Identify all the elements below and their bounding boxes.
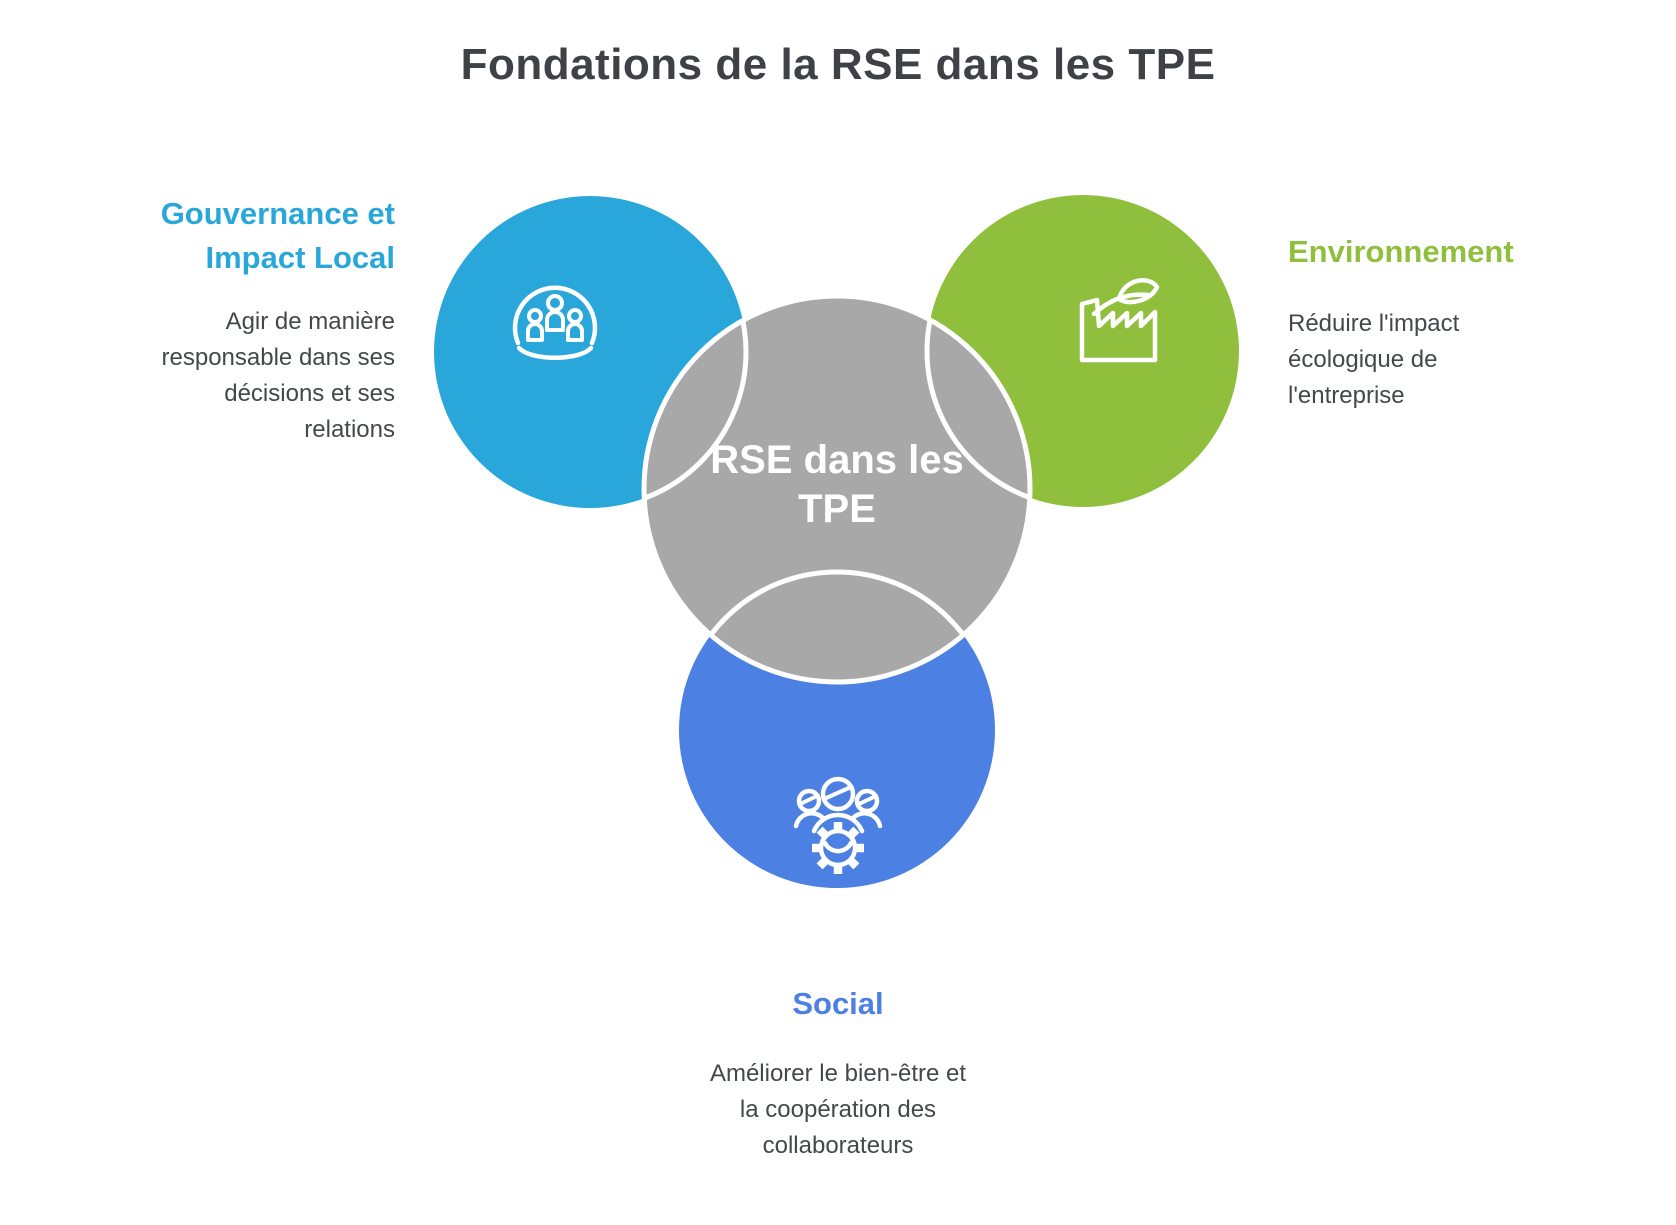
environment-text-block: Environnement Réduire l'impact écologiqu… [1288, 230, 1618, 414]
governance-text-block: Gouvernance et Impact Local Agir de mani… [55, 192, 395, 448]
environment-title: Environnement [1288, 234, 1514, 269]
social-text-block: Social Améliorer le bien-être et la coop… [588, 982, 1088, 1164]
environment-description: Réduire l'impact écologique de l'entrepr… [1288, 310, 1460, 409]
page-title: Fondations de la RSE dans les TPE [460, 40, 1216, 89]
community-dome-icon [512, 285, 598, 360]
governance-description: Agir de manière responsable dans ses déc… [161, 308, 395, 443]
governance-title: Gouvernance et Impact Local [160, 196, 395, 275]
social-description: Améliorer le bien-être et la coopération… [709, 1060, 967, 1159]
center-circle-label: RSE dans les TPE [710, 438, 964, 531]
eco-factory-icon [1079, 278, 1160, 363]
social-title: Social [792, 986, 884, 1021]
team-gear-icon [793, 776, 883, 874]
overlap-arcs [644, 296, 1030, 682]
